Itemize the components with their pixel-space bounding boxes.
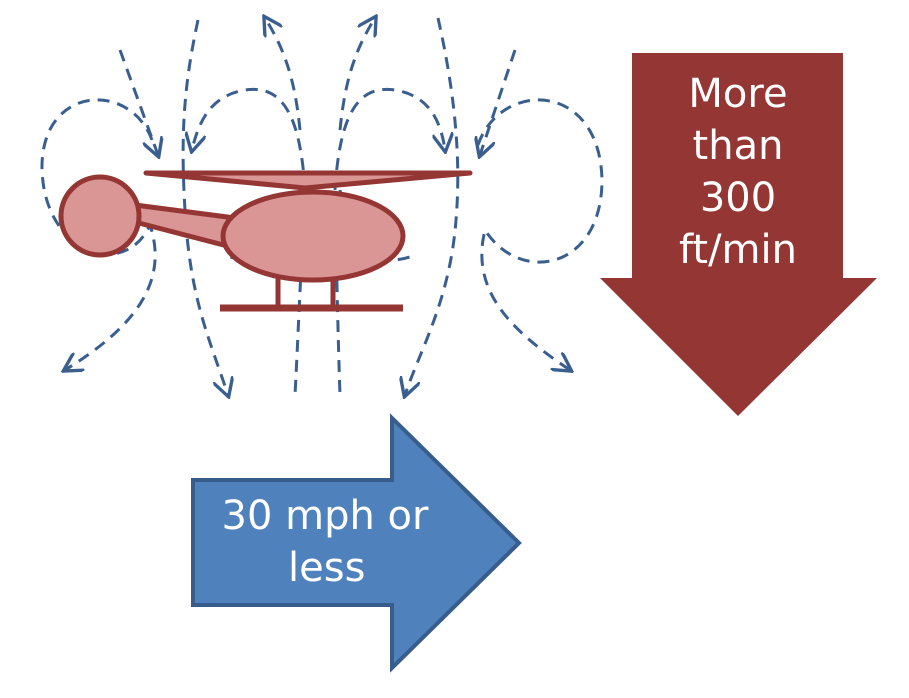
rotor-blade [143,170,473,191]
airflow-loop [333,87,445,191]
airflow-loop [192,87,307,191]
airflow-line [405,17,460,395]
tail-rotor [58,174,142,258]
label-line: More [688,71,788,117]
descent-rate-label: More than 300 ft/min [640,68,836,276]
descent-arrow-shape [600,53,877,416]
airflow-line [338,18,375,131]
airflow-line [181,19,228,395]
airflow-line [480,49,517,155]
helicopter [58,170,473,312]
airflow-line [265,18,302,131]
tail-boom [132,202,238,251]
label-line: ft/min [679,227,797,273]
label-line: less [288,545,366,591]
forward-speed-label: 30 mph or less [200,490,450,594]
label-line: 300 [699,175,777,221]
label-line: than [692,123,784,169]
label-line: 30 mph or [221,493,429,539]
forward-arrow-shape [191,413,522,673]
cabin [220,189,406,283]
airflow-loop-right [476,98,604,370]
